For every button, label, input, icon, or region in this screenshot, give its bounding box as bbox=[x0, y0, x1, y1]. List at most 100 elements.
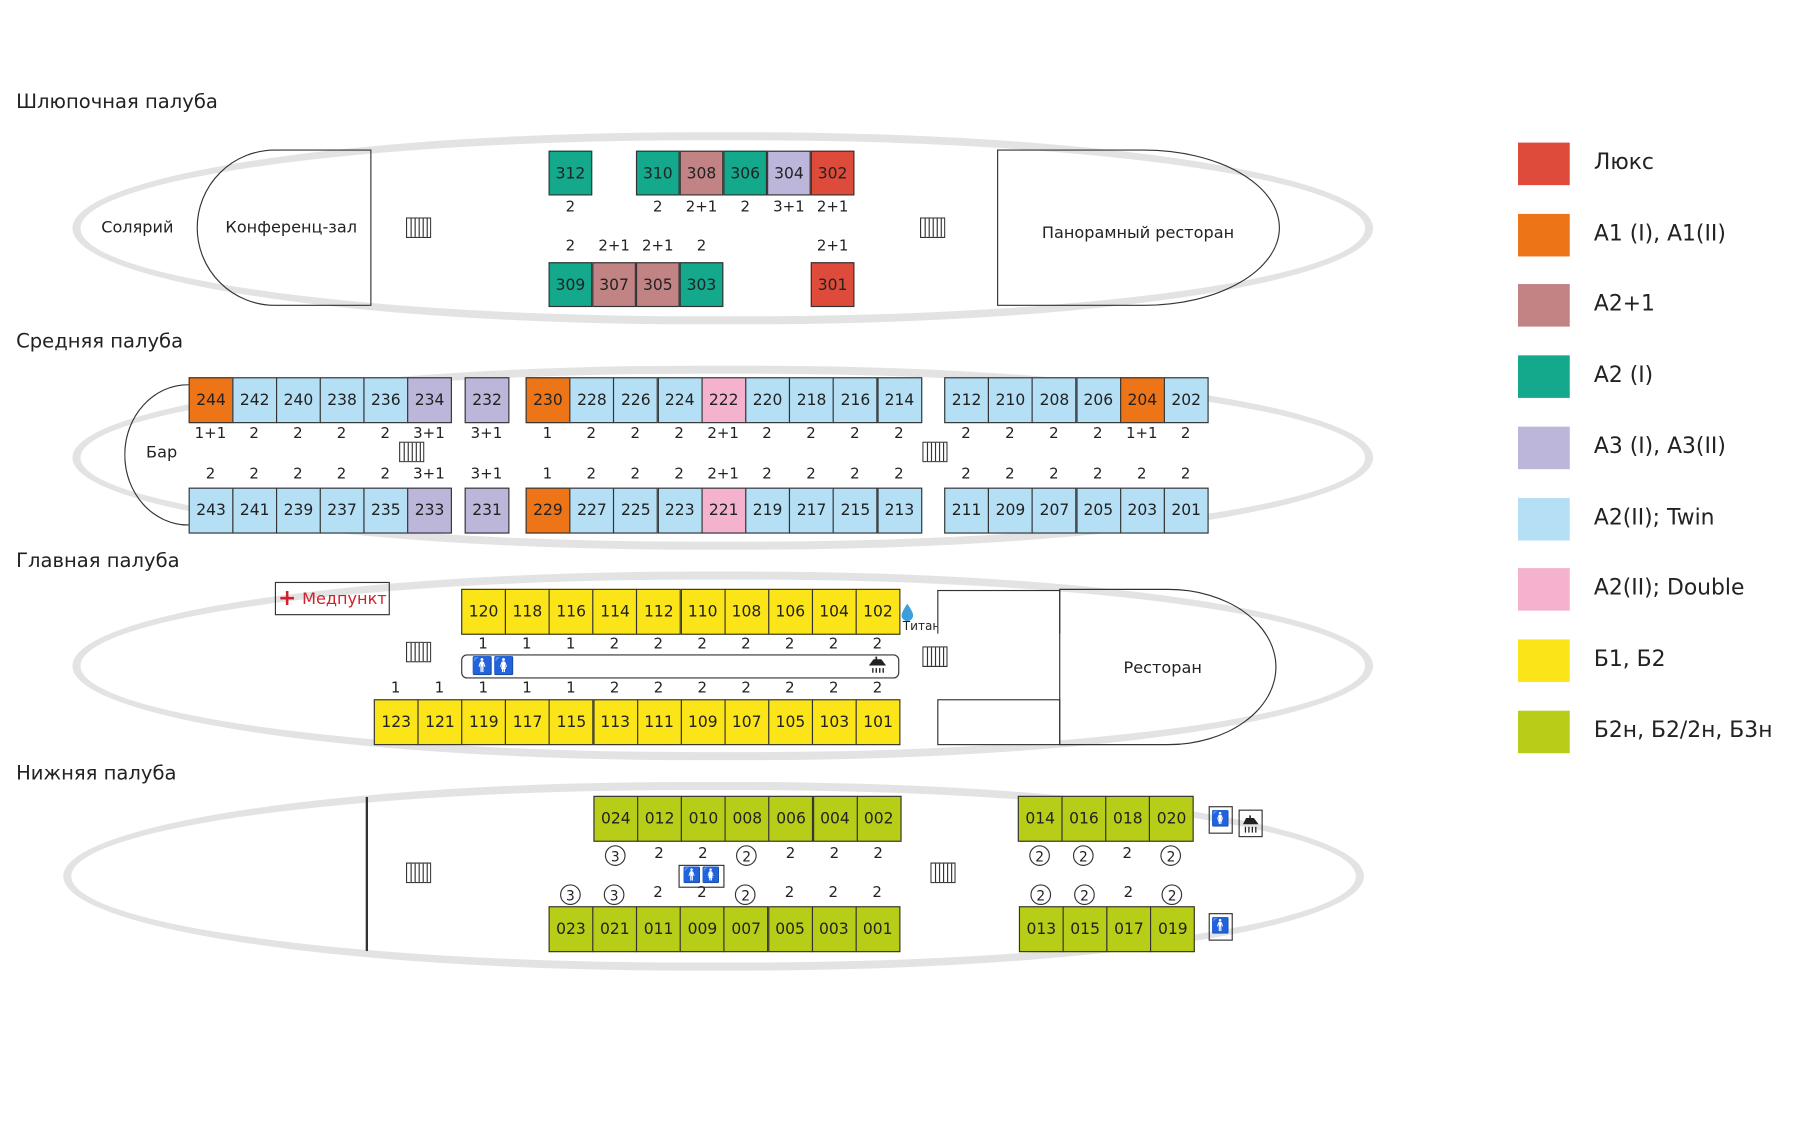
cabin-241[interactable]: 241 bbox=[232, 487, 278, 534]
cabin-239[interactable]: 239 bbox=[276, 487, 321, 534]
cabin-117[interactable]: 117 bbox=[505, 699, 551, 746]
cabin-217[interactable]: 217 bbox=[789, 487, 834, 534]
cabin-236[interactable]: 236 bbox=[363, 377, 409, 424]
cabin-103[interactable]: 103 bbox=[811, 699, 857, 746]
cabin-009[interactable]: 009 bbox=[679, 906, 725, 953]
cabin-013[interactable]: 013 bbox=[1018, 906, 1064, 953]
cabin-224[interactable]: 224 bbox=[657, 377, 703, 424]
cabin-108[interactable]: 108 bbox=[724, 588, 769, 635]
cabin-242[interactable]: 242 bbox=[232, 377, 278, 424]
cabin-107[interactable]: 107 bbox=[724, 699, 770, 746]
cabin-203[interactable]: 203 bbox=[1119, 487, 1165, 534]
cabin-215[interactable]: 215 bbox=[833, 487, 878, 534]
cabin-121[interactable]: 121 bbox=[417, 699, 463, 746]
cabin-226[interactable]: 226 bbox=[613, 377, 659, 424]
cabin-214[interactable]: 214 bbox=[876, 377, 922, 424]
cabin-243[interactable]: 243 bbox=[188, 487, 234, 534]
cabin-305[interactable]: 305 bbox=[635, 262, 680, 308]
cabin-232[interactable]: 232 bbox=[464, 377, 510, 424]
cabin-211[interactable]: 211 bbox=[944, 487, 989, 534]
cabin-207[interactable]: 207 bbox=[1031, 487, 1077, 534]
cabin-212[interactable]: 212 bbox=[944, 377, 989, 424]
cabin-014[interactable]: 014 bbox=[1017, 795, 1063, 842]
cabin-238[interactable]: 238 bbox=[319, 377, 365, 424]
cabin-007[interactable]: 007 bbox=[723, 906, 769, 953]
cabin-210[interactable]: 210 bbox=[988, 377, 1033, 424]
cabin-023[interactable]: 023 bbox=[548, 906, 594, 953]
cabin-202[interactable]: 202 bbox=[1163, 377, 1209, 424]
cabin-002[interactable]: 002 bbox=[856, 795, 902, 842]
cabin-018[interactable]: 018 bbox=[1105, 795, 1151, 842]
cabin-006[interactable]: 006 bbox=[768, 795, 814, 842]
cabin-105[interactable]: 105 bbox=[768, 699, 813, 746]
cabin-301[interactable]: 301 bbox=[810, 262, 855, 308]
cabin-205[interactable]: 205 bbox=[1075, 487, 1121, 534]
cabin-201[interactable]: 201 bbox=[1163, 487, 1209, 534]
cabin-119[interactable]: 119 bbox=[461, 699, 507, 746]
cabin-110[interactable]: 110 bbox=[680, 588, 726, 635]
cabin-310[interactable]: 310 bbox=[635, 150, 680, 196]
cabin-237[interactable]: 237 bbox=[319, 487, 365, 534]
cabin-017[interactable]: 017 bbox=[1106, 906, 1152, 953]
cabin-109[interactable]: 109 bbox=[680, 699, 726, 746]
cabin-016[interactable]: 016 bbox=[1061, 795, 1107, 842]
cabin-209[interactable]: 209 bbox=[988, 487, 1033, 534]
cabin-112[interactable]: 112 bbox=[636, 588, 682, 635]
cabin-106[interactable]: 106 bbox=[767, 588, 813, 635]
cabin-113[interactable]: 113 bbox=[592, 699, 638, 746]
cabin-244[interactable]: 244 bbox=[188, 377, 234, 424]
cabin-225[interactable]: 225 bbox=[613, 487, 659, 534]
cabin-001[interactable]: 001 bbox=[855, 906, 901, 953]
cabin-234[interactable]: 234 bbox=[407, 377, 452, 424]
cabin-010[interactable]: 010 bbox=[681, 795, 726, 842]
cabin-233[interactable]: 233 bbox=[407, 487, 452, 534]
cabin-005[interactable]: 005 bbox=[767, 906, 813, 953]
cabin-206[interactable]: 206 bbox=[1075, 377, 1121, 424]
cabin-102[interactable]: 102 bbox=[855, 588, 901, 635]
cabin-230[interactable]: 230 bbox=[525, 377, 571, 424]
cabin-229[interactable]: 229 bbox=[525, 487, 571, 534]
cabin-115[interactable]: 115 bbox=[548, 699, 594, 746]
cabin-024[interactable]: 024 bbox=[593, 795, 639, 842]
cabin-308[interactable]: 308 bbox=[679, 150, 724, 196]
cabin-118[interactable]: 118 bbox=[504, 588, 550, 635]
cabin-116[interactable]: 116 bbox=[548, 588, 594, 635]
cabin-231[interactable]: 231 bbox=[464, 487, 510, 534]
cabin-216[interactable]: 216 bbox=[833, 377, 878, 424]
cabin-307[interactable]: 307 bbox=[592, 262, 636, 308]
cabin-235[interactable]: 235 bbox=[363, 487, 409, 534]
cabin-020[interactable]: 020 bbox=[1149, 795, 1195, 842]
cabin-008[interactable]: 008 bbox=[724, 795, 770, 842]
cabin-302[interactable]: 302 bbox=[810, 150, 855, 196]
cabin-204[interactable]: 204 bbox=[1119, 377, 1165, 424]
cabin-222[interactable]: 222 bbox=[701, 377, 747, 424]
cabin-220[interactable]: 220 bbox=[745, 377, 791, 424]
cabin-004[interactable]: 004 bbox=[812, 795, 858, 842]
cabin-120[interactable]: 120 bbox=[461, 588, 506, 635]
cabin-228[interactable]: 228 bbox=[569, 377, 615, 424]
cabin-223[interactable]: 223 bbox=[657, 487, 703, 534]
cabin-012[interactable]: 012 bbox=[637, 795, 683, 842]
cabin-015[interactable]: 015 bbox=[1062, 906, 1108, 953]
cabin-240[interactable]: 240 bbox=[276, 377, 321, 424]
cabin-019[interactable]: 019 bbox=[1150, 906, 1196, 953]
cabin-021[interactable]: 021 bbox=[592, 906, 638, 953]
cabin-221[interactable]: 221 bbox=[701, 487, 747, 534]
cabin-312[interactable]: 312 bbox=[548, 150, 593, 196]
cabin-011[interactable]: 011 bbox=[636, 906, 682, 953]
cabin-306[interactable]: 306 bbox=[723, 150, 768, 196]
cabin-111[interactable]: 111 bbox=[636, 699, 682, 746]
cabin-219[interactable]: 219 bbox=[745, 487, 791, 534]
cabin-218[interactable]: 218 bbox=[789, 377, 834, 424]
cabin-227[interactable]: 227 bbox=[569, 487, 615, 534]
cabin-208[interactable]: 208 bbox=[1031, 377, 1077, 424]
cabin-309[interactable]: 309 bbox=[548, 262, 593, 308]
cabin-003[interactable]: 003 bbox=[811, 906, 857, 953]
cabin-304[interactable]: 304 bbox=[767, 150, 811, 196]
cabin-104[interactable]: 104 bbox=[811, 588, 857, 635]
cabin-303[interactable]: 303 bbox=[679, 262, 724, 308]
cabin-101[interactable]: 101 bbox=[855, 699, 901, 746]
cabin-213[interactable]: 213 bbox=[876, 487, 922, 534]
cabin-114[interactable]: 114 bbox=[592, 588, 638, 635]
cabin-123[interactable]: 123 bbox=[373, 699, 419, 746]
